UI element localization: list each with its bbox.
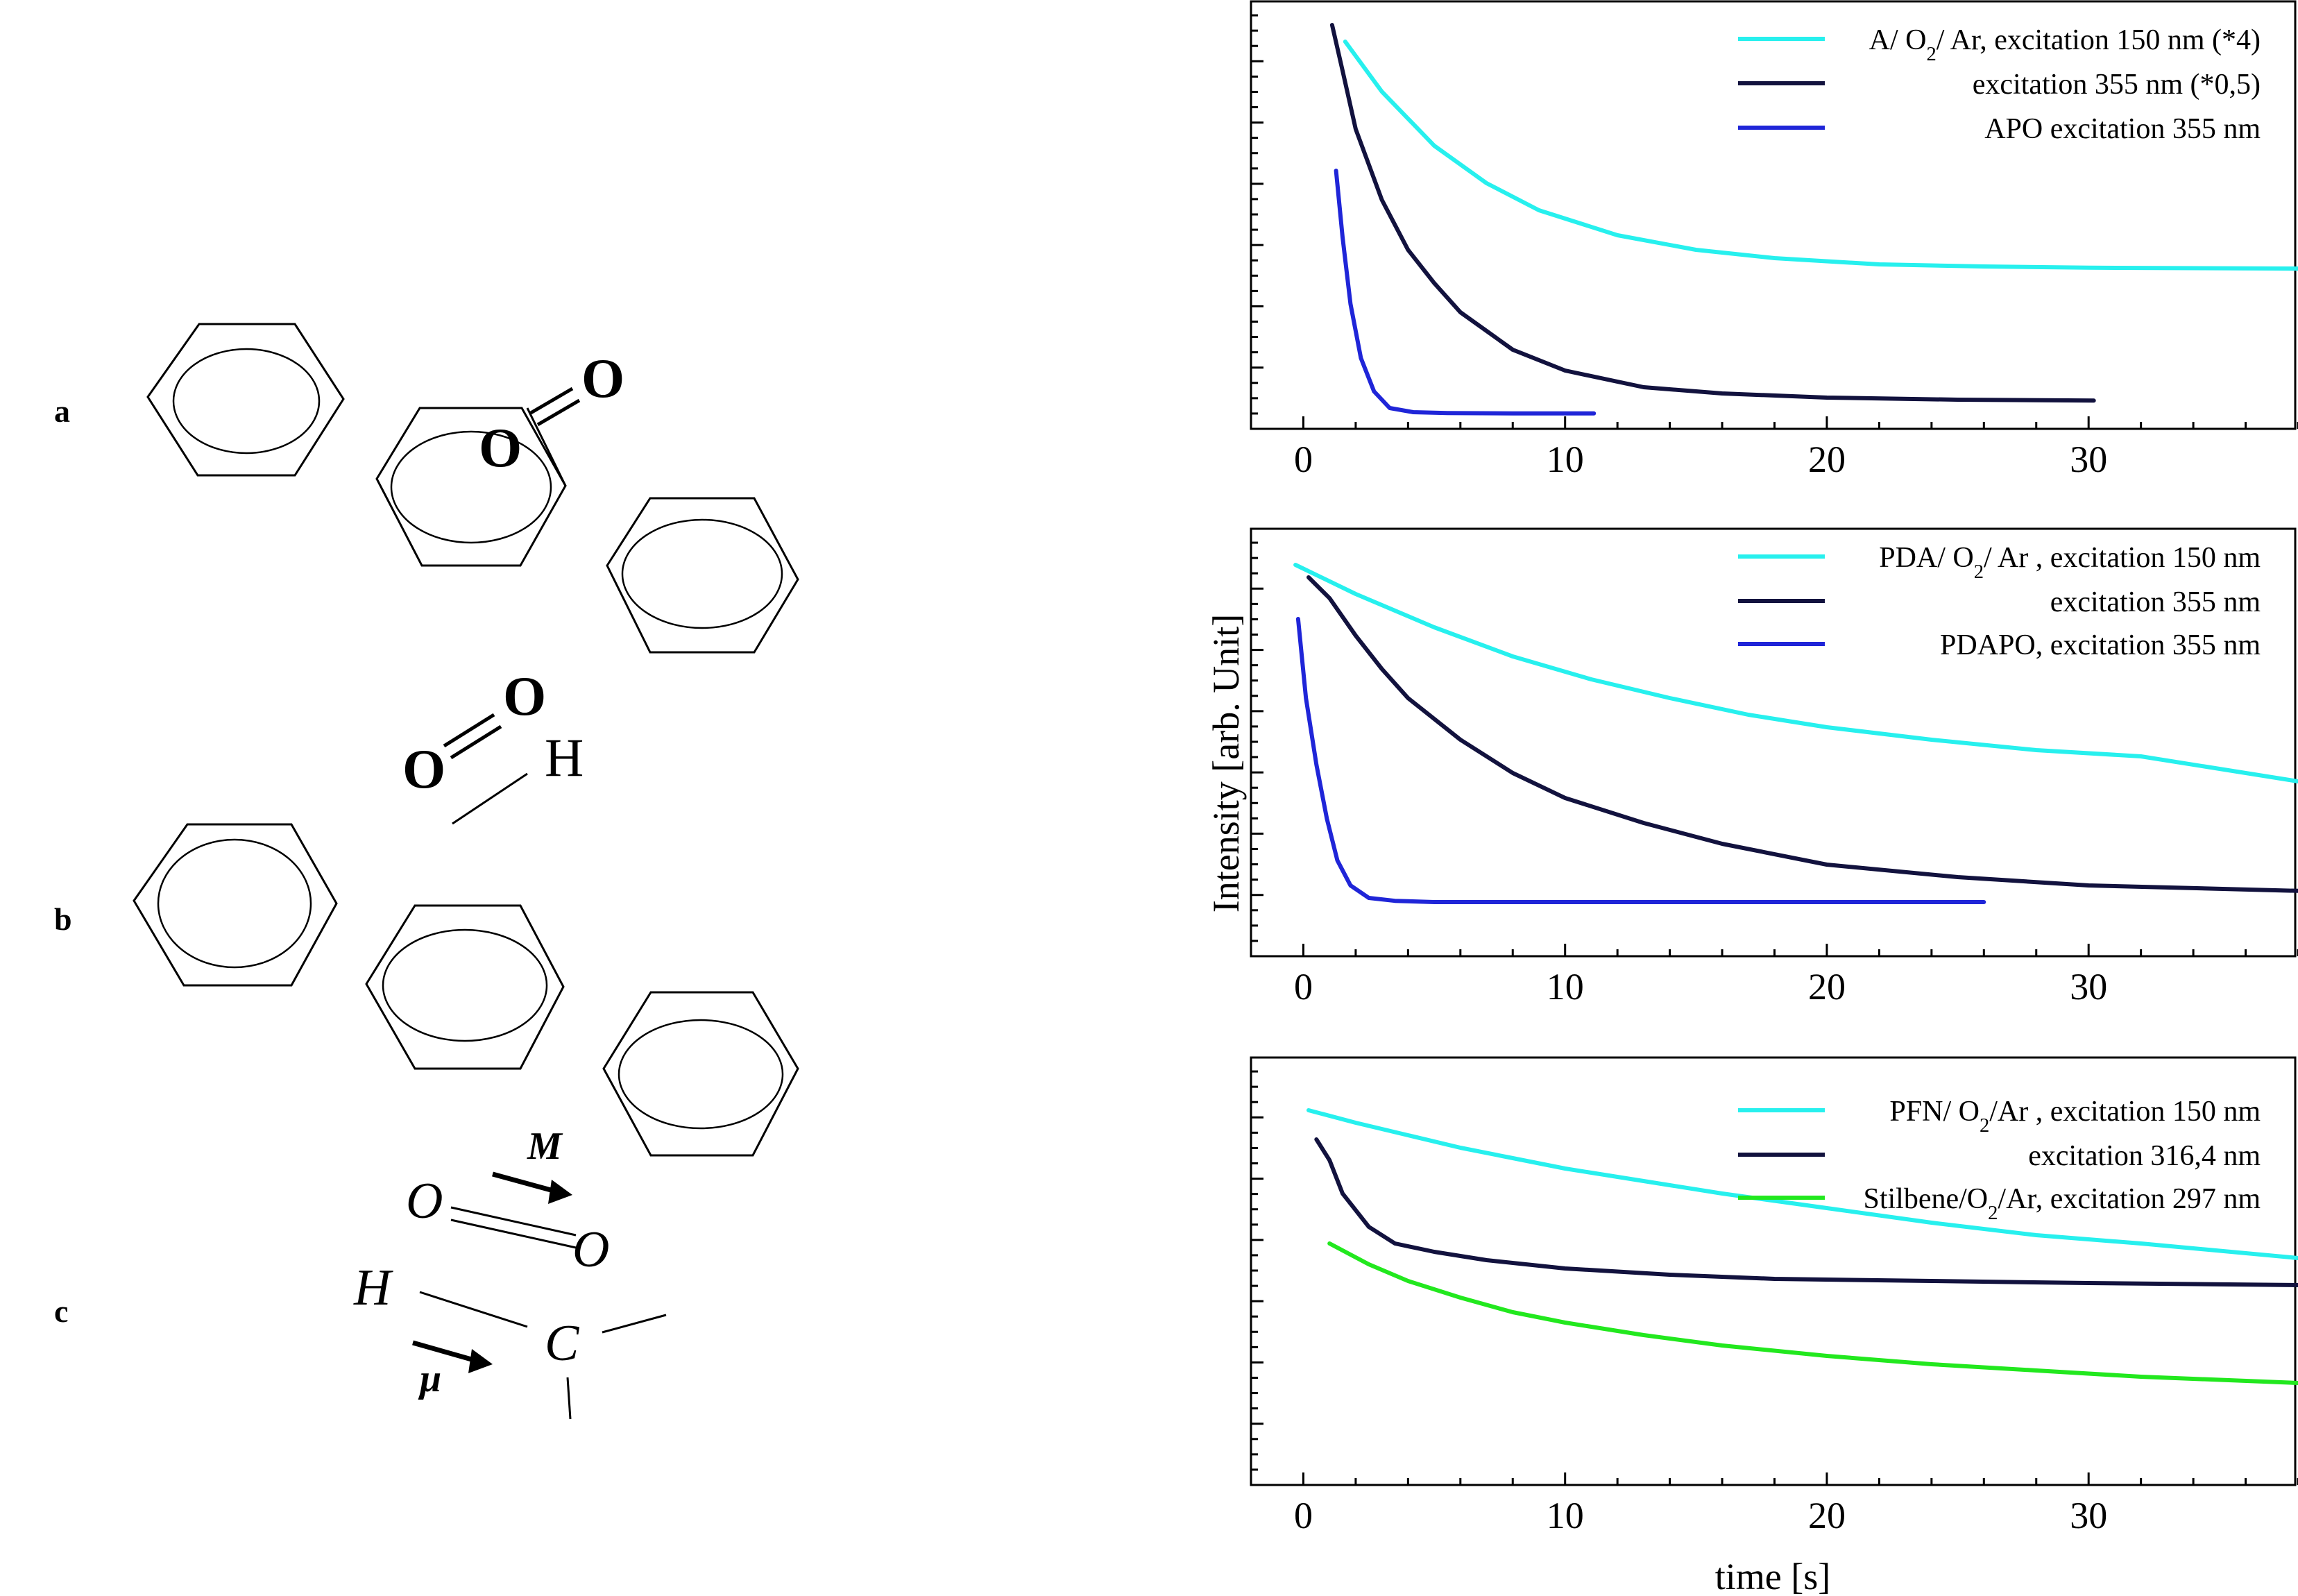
series-line-3 bbox=[1327, 1241, 2298, 1385]
legend-label-1: PFN/ O2/Ar , excitation 150 nm bbox=[1889, 1096, 2261, 1137]
ring-a2-circle bbox=[390, 430, 552, 544]
molecule-c: c O O H C M μ bbox=[54, 1125, 667, 1420]
chart-panel-3: 0 10 20 30 PFN/ O2/Ar , excitation 150 nmexc… bbox=[1250, 1056, 2298, 1536]
legend-label-2: excitation 355 nm bbox=[2050, 586, 2261, 618]
legend-label-3: APO excitation 355 nm bbox=[1984, 113, 2261, 145]
oo-bond-b-2 bbox=[450, 724, 502, 760]
panel-label-c: c bbox=[54, 1293, 68, 1329]
atom-o-left-c: O bbox=[406, 1173, 443, 1230]
x-tick-label: 0 bbox=[1294, 1495, 1313, 1536]
ring-b2-circle bbox=[382, 928, 548, 1042]
atom-o-lower-a: O bbox=[479, 418, 522, 479]
molecule-illustrations: a O O b bbox=[54, 323, 799, 1420]
dipole-mu-arrow-icon bbox=[412, 1340, 493, 1373]
ring-b1-circle bbox=[157, 838, 312, 969]
ring-b1 bbox=[133, 823, 338, 987]
atom-o-lower-b: O bbox=[402, 739, 445, 800]
oo-bond-b-1 bbox=[443, 713, 495, 748]
legend-label-1: PDA/ O2/ Ar , excitation 150 nm bbox=[1879, 542, 2261, 583]
x-tick-label: 0 bbox=[1294, 439, 1313, 480]
legend-label-2: excitation 316,4 nm bbox=[2028, 1140, 2261, 1172]
panel-label-a: a bbox=[54, 393, 70, 429]
ring-b2 bbox=[365, 904, 565, 1070]
panel-label-b: b bbox=[54, 901, 72, 937]
x-tick-label: 30 bbox=[2070, 966, 2107, 1008]
dipole-m-arrow-icon bbox=[492, 1171, 572, 1204]
ring-a1 bbox=[146, 323, 345, 477]
shared-y-axis-label: Intensity [arb. Unit] bbox=[1205, 614, 1247, 912]
oo-bond-2 bbox=[536, 398, 581, 427]
legend-label-3: PDAPO, excitation 355 nm bbox=[1940, 629, 2261, 661]
x-tick-label: 10 bbox=[1547, 966, 1584, 1008]
ch-bond-b bbox=[452, 772, 528, 825]
x-tick-label: 20 bbox=[1808, 439, 1846, 480]
cc-bond-down-c bbox=[566, 1377, 572, 1420]
x-tick-label: 10 bbox=[1547, 1495, 1584, 1536]
shared-x-axis-label: time [s] bbox=[1715, 1556, 1830, 1596]
series-line-3 bbox=[1295, 617, 1986, 904]
vector-label-mu: μ bbox=[418, 1357, 441, 1400]
ring-a3 bbox=[606, 497, 799, 654]
ring-a1-circle bbox=[172, 348, 321, 455]
molecule-b: b O O bbox=[54, 666, 799, 1157]
plot-frame bbox=[1250, 0, 2297, 430]
legend-label-3: Stilbene/O2/Ar, excitation 297 nm bbox=[1863, 1183, 2261, 1224]
oo-bond-c-2 bbox=[450, 1219, 577, 1249]
atom-h-b: H bbox=[545, 727, 584, 788]
atom-c-c: C bbox=[545, 1315, 580, 1372]
chart-panel-2: 0 10 20 30 PDA/ O2/ Ar , excitation 150 nmex… bbox=[1250, 527, 2298, 1008]
legend-label-1: A/ O2/ Ar, excitation 150 nm (*4) bbox=[1869, 24, 2261, 65]
x-tick-label: 30 bbox=[2070, 439, 2107, 480]
atom-h-c: H bbox=[353, 1259, 393, 1316]
series-line-1 bbox=[1307, 1108, 2298, 1260]
x-tick-label: 10 bbox=[1547, 439, 1584, 480]
x-tick-label: 0 bbox=[1294, 966, 1313, 1008]
x-tick-label: 30 bbox=[2070, 1495, 2107, 1536]
series-line-2 bbox=[1307, 575, 2298, 893]
hc-bond-c bbox=[419, 1291, 528, 1328]
x-tick-label: 20 bbox=[1808, 966, 1846, 1008]
series-line-3 bbox=[1334, 169, 1597, 416]
oo-bond-c-1 bbox=[450, 1206, 577, 1237]
decay-charts: 0 10 20 30 A/ O2/ Ar, excitation 150 nm (*4)… bbox=[1250, 0, 2298, 1536]
ring-a2-edge bbox=[526, 407, 567, 486]
chart-panel-1: 0 10 20 30 A/ O2/ Ar, excitation 150 nm (*4)… bbox=[1250, 0, 2298, 480]
ring-b3 bbox=[602, 991, 799, 1157]
ring-b3-circle bbox=[618, 1019, 784, 1130]
oo-bond-1 bbox=[529, 387, 574, 415]
cc-bond-right-c bbox=[602, 1314, 667, 1334]
vector-label-m: M bbox=[527, 1125, 563, 1168]
atom-o-upper-b: O bbox=[503, 666, 546, 727]
ring-a3-circle bbox=[621, 518, 783, 629]
series-line-2 bbox=[1329, 23, 2096, 403]
molecule-a: a O O bbox=[54, 323, 799, 654]
atom-o-right-c: O bbox=[572, 1221, 609, 1278]
series-line-2 bbox=[1314, 1137, 2298, 1287]
series-line-1 bbox=[1293, 563, 2298, 783]
atom-o-upper-a: O bbox=[581, 348, 624, 409]
legend-label-2: excitation 355 nm (*0,5) bbox=[1973, 69, 2261, 101]
series-line-1 bbox=[1343, 40, 2298, 271]
x-tick-label: 20 bbox=[1808, 1495, 1846, 1536]
